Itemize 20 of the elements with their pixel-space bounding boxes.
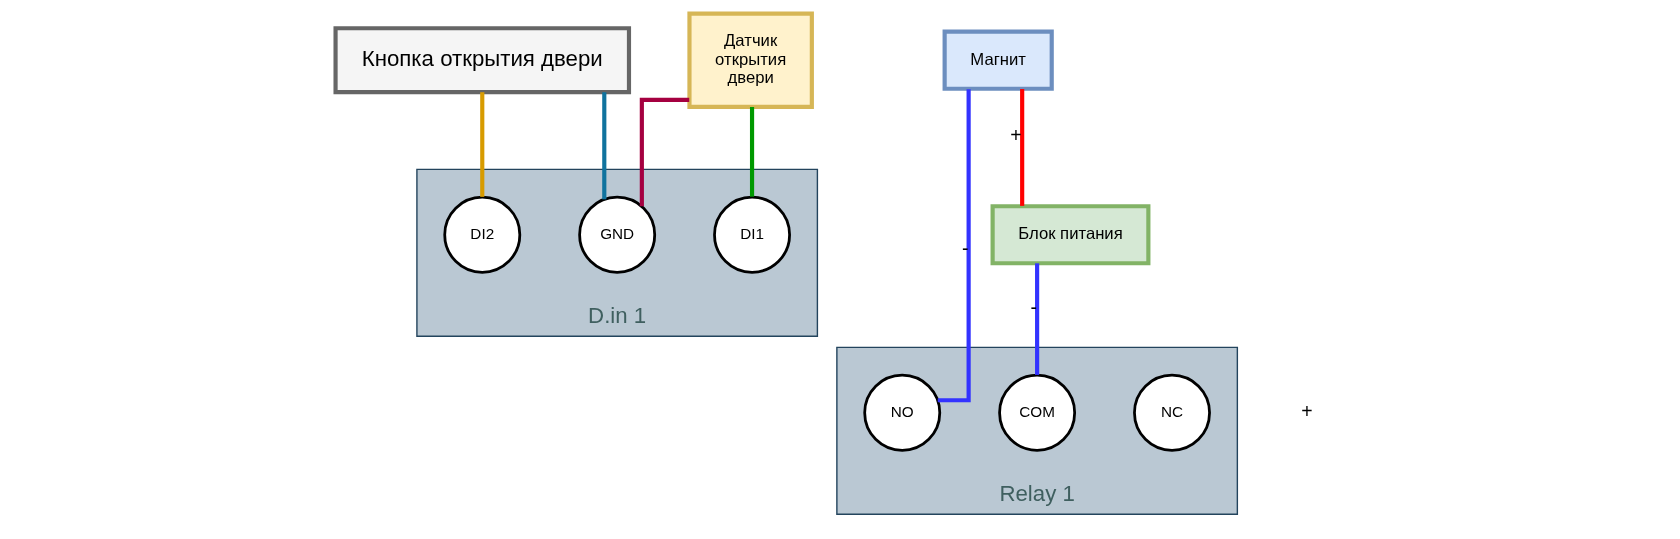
- node-circle: DI1: [713, 195, 791, 274]
- connector: [749, 107, 755, 197]
- connector: [937, 89, 971, 403]
- connector: [639, 97, 690, 207]
- node-box: Блок питания: [990, 204, 1151, 266]
- node-circle: DI2: [443, 195, 522, 274]
- node-box: Датчик открытия двери: [687, 11, 814, 109]
- node-box: Магнит: [942, 29, 1054, 91]
- node-circle: GND: [578, 195, 657, 274]
- connector: [1020, 89, 1025, 206]
- edge-label: -: [1030, 295, 1037, 318]
- node-circle: COM: [998, 373, 1077, 452]
- node-box: Кнопка открытия двери: [333, 26, 632, 95]
- connector: [602, 92, 607, 200]
- node-circle: NC: [1133, 373, 1211, 452]
- node-circle: NO: [863, 373, 942, 452]
- edge-label: -: [961, 236, 969, 259]
- connector: [480, 92, 485, 197]
- connector: [1035, 263, 1040, 375]
- label: +: [1301, 399, 1313, 422]
